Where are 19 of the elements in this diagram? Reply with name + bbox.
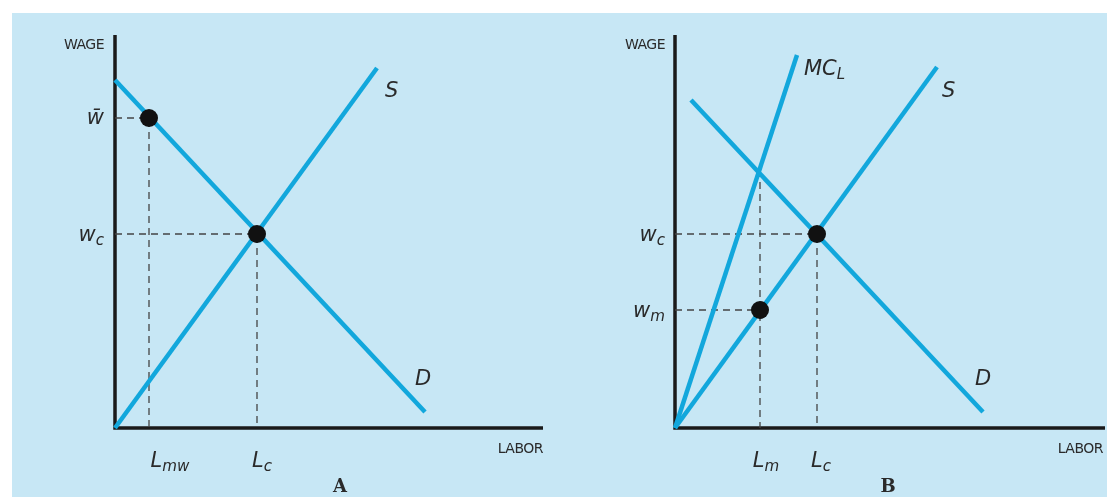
panel-label: B [880,477,896,495]
curve-label: D [415,367,432,389]
quantity-label: L$_{mw}$ [150,449,190,475]
axis-title: LABOR [497,441,543,455]
wage-level-label: w̄ [86,106,104,128]
quantity-label: L$_{m}$ [752,449,780,475]
wage-level-label: w$_{c}$ [639,223,665,249]
quantity-label: L$_{c}$ [811,449,831,475]
wage-level-label: w$_{c}$ [78,223,104,249]
quantity-label: L$_{c}$ [252,449,272,475]
curve-label: MC$_{L}$ [804,57,846,83]
axis-title: WAGE [63,37,104,51]
wage-level-label: w$_{m}$ [633,299,665,325]
curve-label: S [385,79,399,101]
axis-title: WAGE [624,37,665,51]
curve-label: D [975,367,992,389]
curve-label: S [942,79,956,101]
panel-label: A [333,477,347,495]
axis-title: LABOR [1057,441,1103,455]
